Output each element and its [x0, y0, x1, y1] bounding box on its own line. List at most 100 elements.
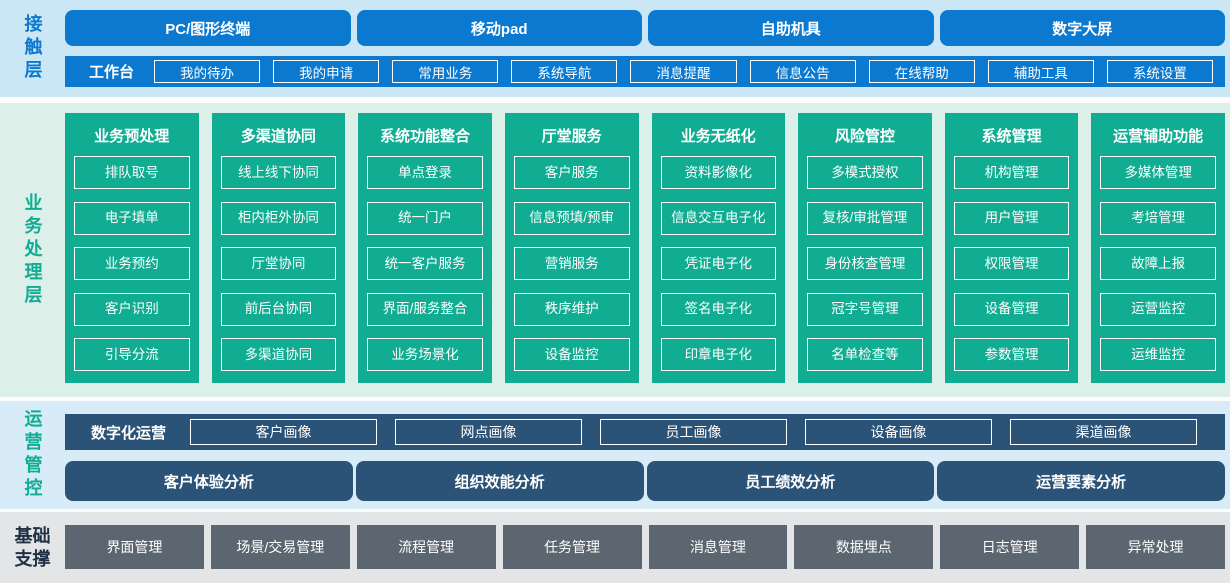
foundation-items: 界面管理 场景/交易管理 流程管理 任务管理 消息管理 数据埋点 日志管理 异常… — [65, 512, 1230, 583]
business-item: 参数管理 — [953, 338, 1070, 371]
business-column-header: 业务无纸化 — [680, 128, 756, 145]
digital-operations-items: 客户画像 网点画像 员工画像 设备画像 渠道画像 — [190, 419, 1198, 445]
business-item: 设备管理 — [953, 292, 1070, 326]
business-layer-label-text: 业务处理层 — [22, 192, 43, 308]
terminal-block: 移动pad — [356, 10, 642, 46]
business-column-items: 排队取号 电子填单 业务预约 客户识别 引导分流 — [74, 156, 190, 371]
contact-layer-label: 接触层 — [0, 0, 65, 97]
business-item: 业务场景化 — [367, 338, 483, 371]
business-item: 信息预填/预审 — [513, 201, 630, 235]
digital-operations-item: 设备画像 — [805, 419, 993, 445]
contact-layer-body: PC/图形终端 移动pad 自助机具 数字大屏 工作台 我的待办 我的申请 — [65, 0, 1230, 97]
operations-layer-label-text: 运营管控 — [22, 409, 43, 501]
digital-operations-item: 客户画像 — [190, 419, 378, 445]
contact-layer-label-text: 接触层 — [22, 14, 43, 83]
business-column: 业务无纸化 资料影像化 信息交互电子化 凭证电子化 签名电子化 印章电子化 — [651, 113, 786, 383]
business-item: 引导分流 — [74, 338, 190, 371]
business-item: 资料影像化 — [660, 156, 777, 189]
business-item: 机构管理 — [953, 156, 1070, 189]
business-item: 凭证电子化 — [660, 247, 777, 280]
business-item: 用户管理 — [953, 201, 1070, 235]
business-layer-label: 业务处理层 — [0, 103, 65, 397]
business-item: 印章电子化 — [660, 338, 777, 371]
foundation-layer-label: 基础支撑 — [0, 512, 65, 583]
business-column: 系统功能整合 单点登录 统一门户 统一客户服务 界面/服务整合 业务场景化 — [358, 113, 492, 383]
business-item: 统一客户服务 — [367, 247, 483, 280]
business-column-header: 多渠道协同 — [240, 128, 316, 145]
business-column-header: 业务预处理 — [94, 128, 170, 145]
business-item: 业务预约 — [74, 247, 190, 280]
business-item: 客户服务 — [513, 156, 630, 189]
digital-operations-item: 员工画像 — [600, 419, 788, 445]
workbench-label: 工作台 — [89, 64, 135, 81]
business-item: 统一门户 — [367, 201, 483, 235]
business-column: 厅堂服务 客户服务 信息预填/预审 营销服务 秩序维护 设备监控 — [504, 113, 639, 383]
business-column-items: 多模式授权 复核/审批管理 身份核查管理 冠字号管理 名单检查等 — [807, 156, 923, 371]
workbench-item: 在线帮助 — [868, 60, 975, 83]
business-column: 业务预处理 排队取号 电子填单 业务预约 客户识别 引导分流 — [65, 113, 199, 383]
workbench-item: 我的待办 — [154, 60, 261, 83]
business-column-header: 系统管理 — [981, 128, 1042, 145]
digital-operations-label: 数字化运营 — [91, 424, 167, 442]
business-column-header: 系统功能整合 — [380, 128, 471, 145]
operations-layer-label: 运营管控 — [0, 401, 65, 509]
analysis-block: 组织效能分析 — [355, 461, 644, 501]
terminal-block: 自助机具 — [648, 10, 934, 46]
business-item: 运营监控 — [1100, 292, 1216, 326]
business-item: 冠字号管理 — [807, 292, 923, 326]
business-column-items: 机构管理 用户管理 权限管理 设备管理 参数管理 — [953, 156, 1070, 371]
business-item: 多模式授权 — [807, 156, 923, 189]
foundation-layer-label-text: 基础支撑 — [14, 526, 51, 569]
business-item: 名单检查等 — [807, 338, 923, 371]
digital-operations-item: 网点画像 — [395, 419, 583, 445]
workbench-item: 消息提醒 — [630, 60, 737, 83]
business-item: 单点登录 — [367, 156, 483, 189]
business-column: 系统管理 机构管理 用户管理 权限管理 设备管理 参数管理 — [944, 113, 1079, 383]
business-column-header: 厅堂服务 — [541, 128, 602, 145]
foundation-item: 数据埋点 — [794, 525, 934, 569]
foundation-item: 场景/交易管理 — [210, 525, 350, 569]
business-column-header: 风险管控 — [834, 128, 895, 145]
analysis-row: 客户体验分析 组织效能分析 员工绩效分析 运营要素分析 — [65, 461, 1225, 501]
workbench-bar: 工作台 我的待办 我的申请 常用业务 系统导航 消息提醒 信息公告 — [65, 56, 1225, 87]
business-item: 厅堂协同 — [220, 247, 337, 280]
digital-operations-item: 渠道画像 — [1010, 419, 1198, 445]
business-item: 多渠道协同 — [220, 338, 337, 371]
foundation-item: 任务管理 — [502, 525, 642, 569]
foundation-layer: 基础支撑 界面管理 场景/交易管理 流程管理 任务管理 消息管理 数据埋点 日志… — [0, 512, 1230, 583]
analysis-block: 运营要素分析 — [937, 461, 1225, 501]
analysis-block: 客户体验分析 — [65, 461, 353, 501]
foundation-item: 消息管理 — [648, 525, 788, 569]
foundation-item: 异常处理 — [1086, 525, 1225, 569]
terminal-block: PC/图形终端 — [65, 10, 351, 46]
workbench-item: 系统导航 — [511, 60, 618, 83]
workbench-items: 我的待办 我的申请 常用业务 系统导航 消息提醒 信息公告 在线帮助 辅助工具 — [154, 60, 1213, 83]
business-column: 运营辅助功能 多媒体管理 考培管理 故障上报 运营监控 运维监控 — [1091, 113, 1225, 383]
operations-body: 数字化运营 客户画像 网点画像 员工画像 设备画像 渠道画像 — [65, 401, 1230, 509]
business-item: 复核/审批管理 — [807, 201, 923, 235]
foundation-item: 日志管理 — [940, 525, 1080, 569]
business-item: 信息交互电子化 — [660, 201, 777, 235]
business-column-items: 多媒体管理 考培管理 故障上报 运营监控 运维监控 — [1100, 156, 1216, 371]
workbench-item: 系统设置 — [1106, 60, 1213, 83]
business-item: 线上线下协同 — [220, 156, 337, 189]
business-item: 界面/服务整合 — [367, 292, 483, 326]
workbench-item: 我的申请 — [273, 60, 380, 83]
business-column: 风险管控 多模式授权 复核/审批管理 身份核查管理 冠字号管理 名单检查等 — [798, 113, 932, 383]
digital-operations-bar: 数字化运营 客户画像 网点画像 员工画像 设备画像 渠道画像 — [65, 414, 1225, 450]
workbench-item: 常用业务 — [392, 60, 499, 83]
business-item: 排队取号 — [74, 156, 190, 189]
business-item: 签名电子化 — [660, 292, 777, 326]
business-item: 考培管理 — [1100, 201, 1216, 235]
operations-layer: 运营管控 数字化运营 客户画像 网点画像 员工画像 设备画像 渠道画像 — [0, 401, 1230, 509]
business-item: 故障上报 — [1100, 247, 1216, 280]
business-item: 秩序维护 — [513, 292, 630, 326]
business-item: 多媒体管理 — [1100, 156, 1216, 189]
business-item: 柜内柜外协同 — [220, 201, 337, 235]
business-item: 设备监控 — [513, 338, 630, 371]
workbench-item: 信息公告 — [749, 60, 856, 83]
foundation-item: 界面管理 — [65, 525, 204, 569]
terminal-block: 数字大屏 — [939, 10, 1225, 46]
business-item: 身份核查管理 — [807, 247, 923, 280]
